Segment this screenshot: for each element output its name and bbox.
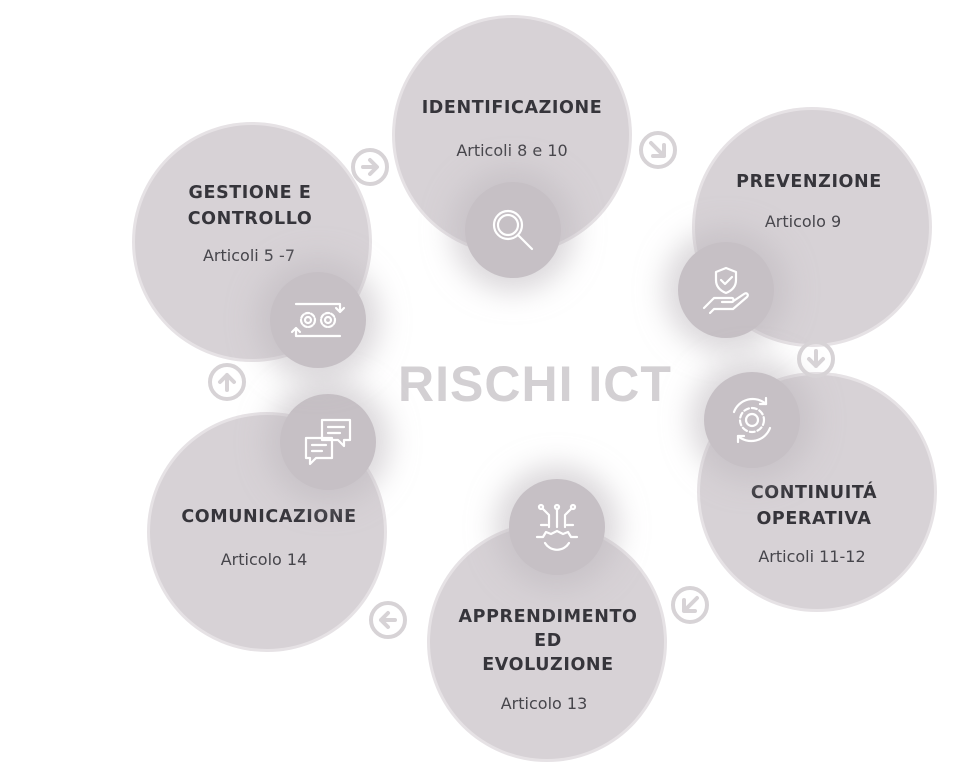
stage-subtitle: Articoli 11-12	[758, 547, 866, 566]
center-title: RISCHI ICT	[398, 356, 672, 412]
arrow-down-left-icon	[670, 585, 710, 625]
stage-subtitle: Articolo 9	[764, 212, 842, 231]
stage-title: OPERATIVA	[756, 509, 872, 529]
stage-title: COMUNICAZIONE	[181, 507, 357, 527]
stage-subtitle: Articolo 13	[500, 694, 588, 713]
stage-title: APPRENDIMENTO	[458, 607, 638, 627]
gear-refresh-icon	[704, 372, 800, 468]
stage-title: IDENTIFICAZIONE	[421, 98, 603, 118]
stage-title: PREVENZIONE	[736, 172, 882, 192]
arrow-down-right-icon	[638, 130, 678, 170]
stage-title: CONTINUITÁ	[750, 483, 878, 503]
chat-bubbles-icon	[280, 394, 376, 490]
arrow-up-icon	[207, 362, 247, 402]
arrow-down-icon	[796, 339, 836, 379]
stage-subtitle: Articoli 5 -7	[202, 246, 296, 265]
circuit-gear-icon	[509, 479, 605, 575]
magnifier-icon	[465, 182, 561, 278]
arrow-left-icon	[368, 600, 408, 640]
stage-subtitle: Articolo 14	[220, 550, 308, 569]
stage-title: ED	[534, 631, 562, 651]
stage-title: GESTIONE E	[188, 183, 312, 203]
stage-title: CONTROLLO	[187, 209, 313, 229]
gears-cycle-icon	[270, 272, 366, 368]
stage-title: EVOLUZIONE	[482, 655, 614, 675]
stage-subtitle: Articoli 8 e 10	[456, 141, 568, 160]
shield-hand-icon	[678, 242, 774, 338]
arrow-right-icon	[350, 147, 390, 187]
